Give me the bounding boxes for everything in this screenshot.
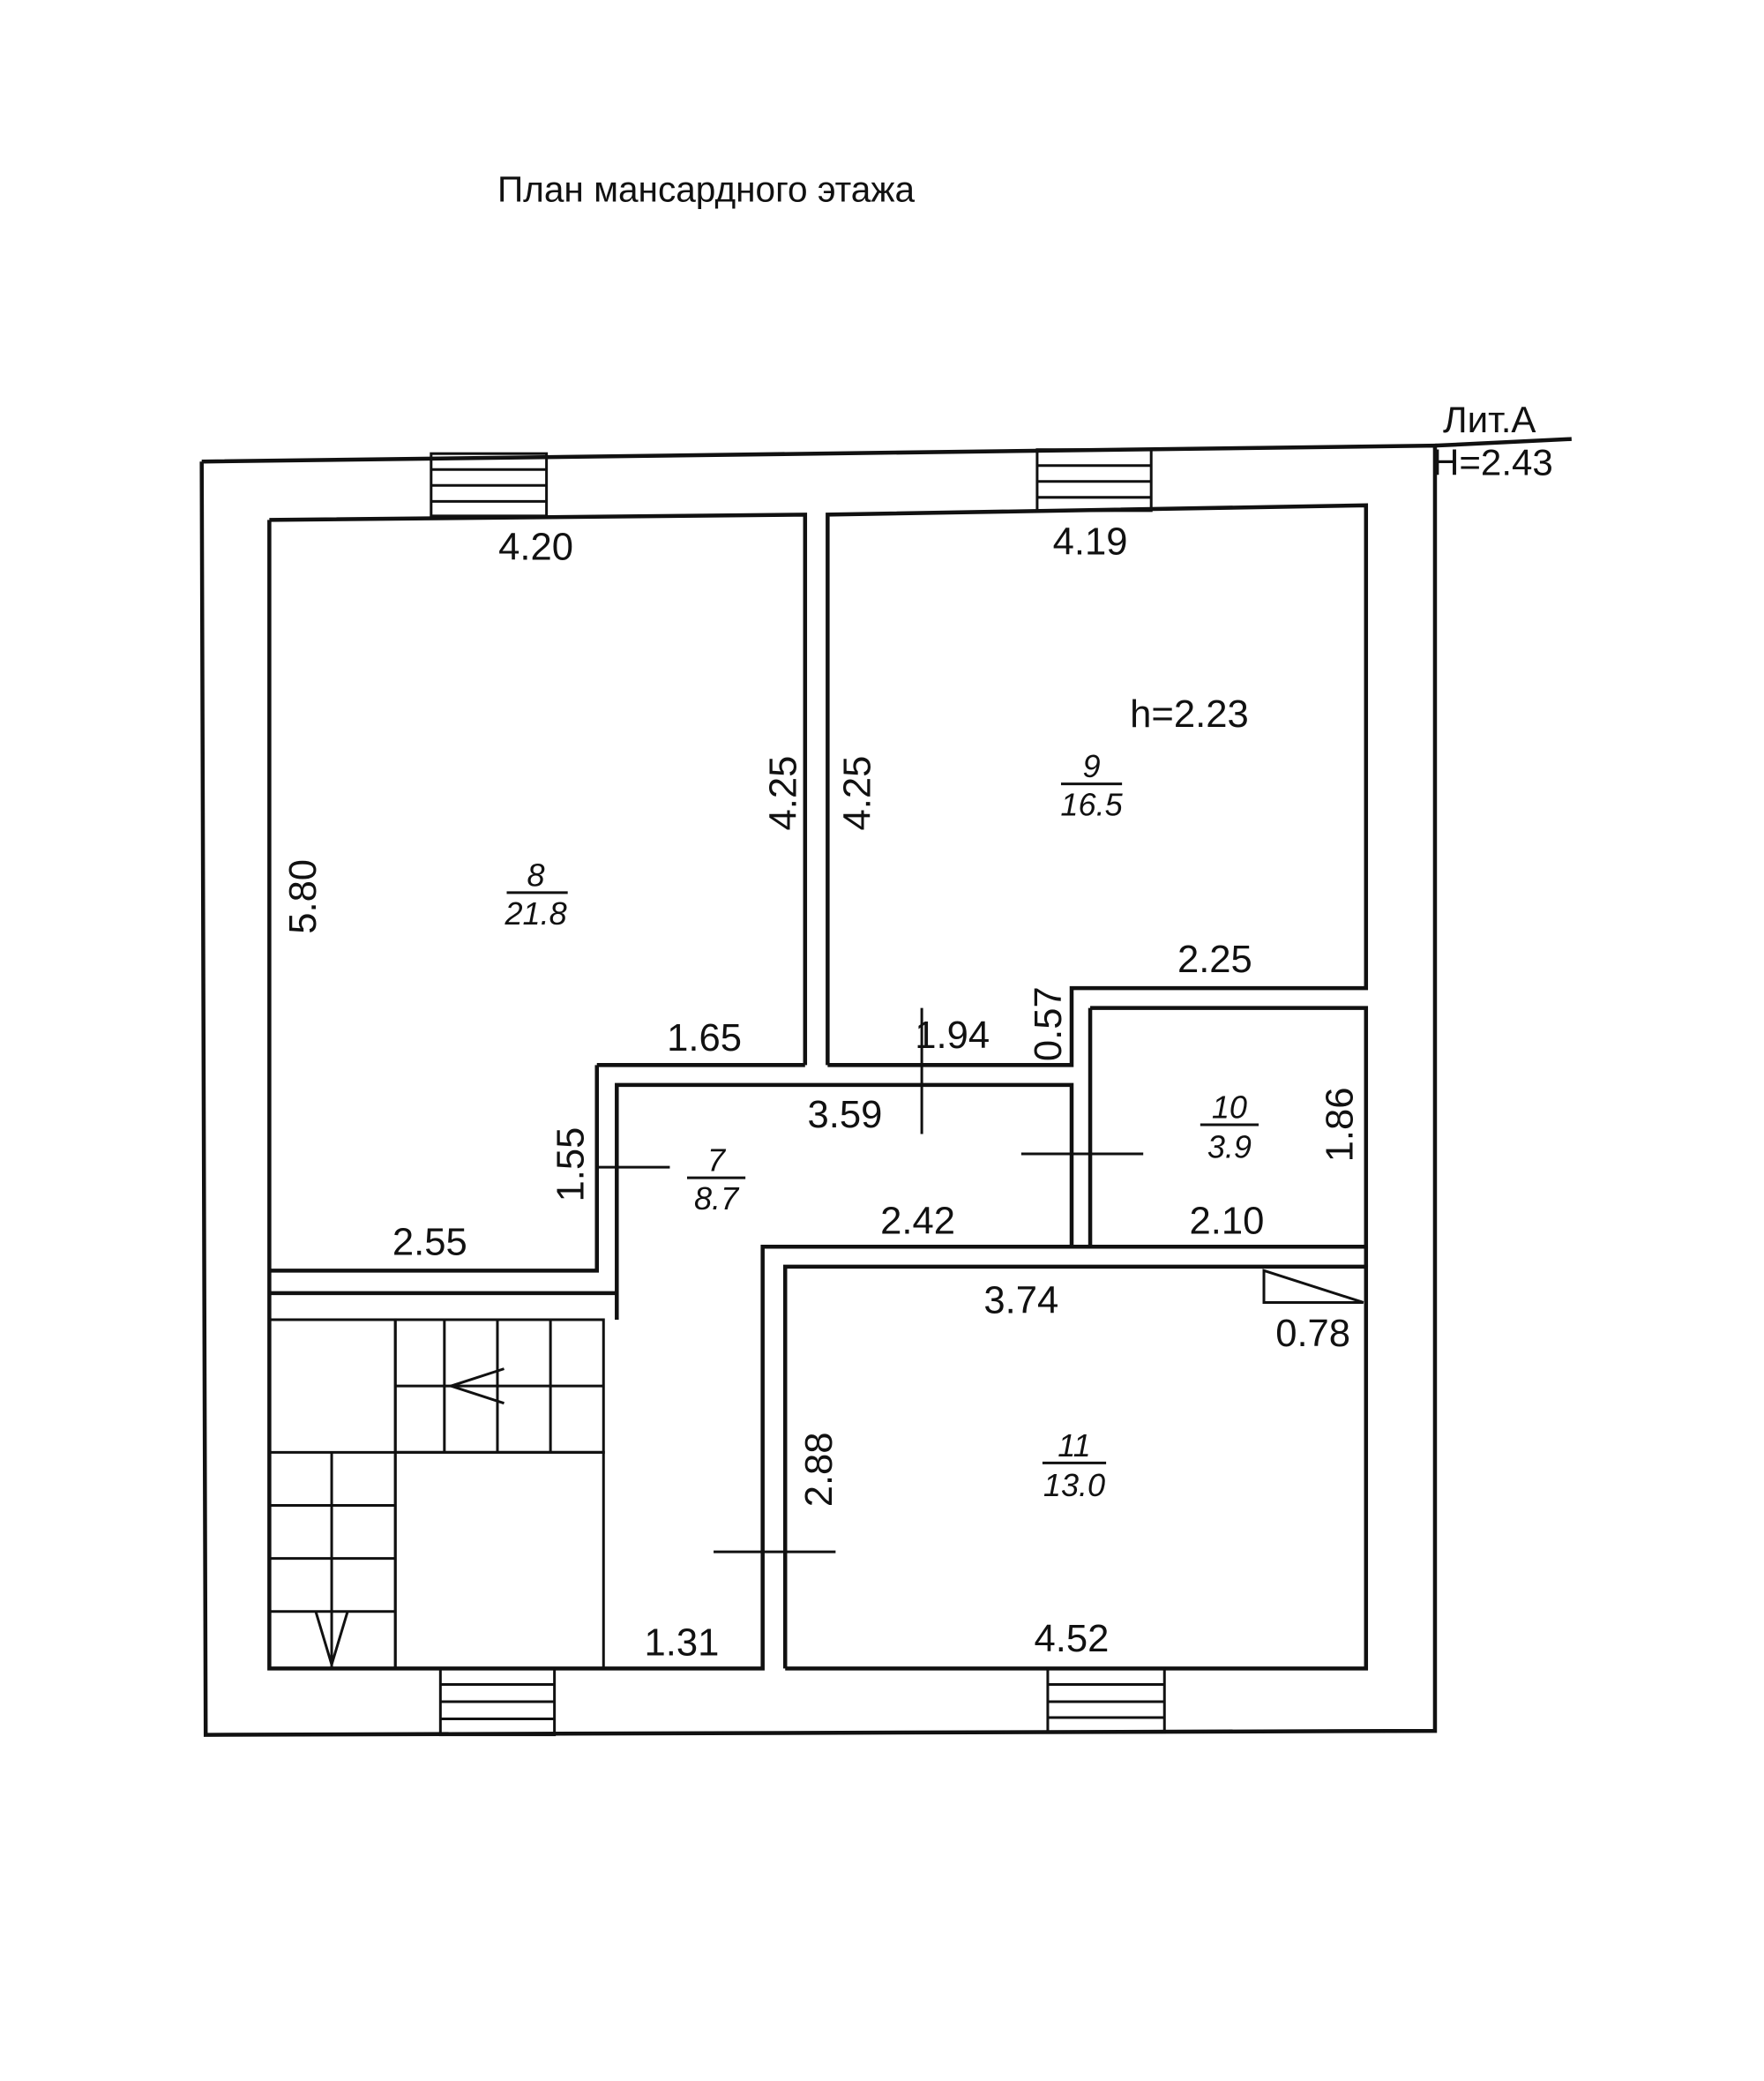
svg-text:1.94: 1.94 (915, 1014, 990, 1057)
dimensions: 4.20 5.80 4.25 1.65 2.55 4.19 4.25 2.25 … (282, 520, 1362, 1664)
svg-text:3.74: 3.74 (983, 1279, 1058, 1321)
svg-text:4.20: 4.20 (498, 526, 573, 568)
svg-text:8.7: 8.7 (694, 1180, 740, 1216)
room-7: 7 8.7 (686, 1142, 746, 1216)
svg-text:3.9: 3.9 (1207, 1129, 1252, 1165)
svg-text:2.55: 2.55 (392, 1221, 467, 1263)
svg-text:9: 9 (1083, 748, 1101, 784)
height-label: H=2.43 (1432, 441, 1553, 483)
svg-text:21.8: 21.8 (504, 895, 566, 932)
svg-text:8: 8 (527, 857, 545, 893)
svg-text:4.19: 4.19 (1053, 520, 1128, 563)
room-8: 8 21.8 (504, 857, 568, 932)
svg-text:10: 10 (1212, 1089, 1247, 1125)
window-bottom-left (438, 1666, 557, 1737)
door-marks (596, 1007, 1364, 1553)
svg-text:1.31: 1.31 (645, 1621, 720, 1664)
svg-text:3.59: 3.59 (807, 1094, 882, 1136)
svg-text:2.25: 2.25 (1177, 939, 1252, 981)
svg-text:1.55: 1.55 (550, 1127, 593, 1202)
lit-label: Лит.А (1443, 399, 1536, 440)
svg-text:2.42: 2.42 (880, 1200, 955, 1242)
room-9: 9 16.5 h=2.23 (1060, 693, 1248, 823)
svg-text:0.78: 0.78 (1275, 1313, 1350, 1355)
svg-text:5.80: 5.80 (282, 859, 325, 934)
window-top-left (430, 452, 549, 518)
svg-text:0.57: 0.57 (1028, 986, 1070, 1061)
staircase (267, 1318, 605, 1670)
svg-text:2.88: 2.88 (798, 1432, 841, 1507)
svg-text:13.0: 13.0 (1043, 1467, 1105, 1503)
outer-wall (199, 443, 1438, 1737)
svg-text:11: 11 (1058, 1427, 1090, 1463)
room-10: 10 3.9 (1200, 1089, 1259, 1165)
svg-text:4.52: 4.52 (1035, 1618, 1110, 1660)
window-bottom-right (1046, 1666, 1166, 1734)
svg-text:2.10: 2.10 (1189, 1200, 1264, 1242)
plan-title: План мансардного этажа (497, 169, 916, 210)
room-11: 11 13.0 (1042, 1427, 1107, 1503)
svg-text:h=2.23: h=2.23 (1130, 693, 1249, 736)
svg-text:1.65: 1.65 (667, 1017, 742, 1059)
svg-text:4.25: 4.25 (762, 756, 804, 831)
svg-text:4.25: 4.25 (836, 756, 878, 831)
window-top-right (1035, 448, 1153, 513)
svg-text:1.86: 1.86 (1319, 1088, 1362, 1163)
svg-text:7: 7 (707, 1142, 727, 1179)
svg-text:16.5: 16.5 (1060, 787, 1123, 823)
